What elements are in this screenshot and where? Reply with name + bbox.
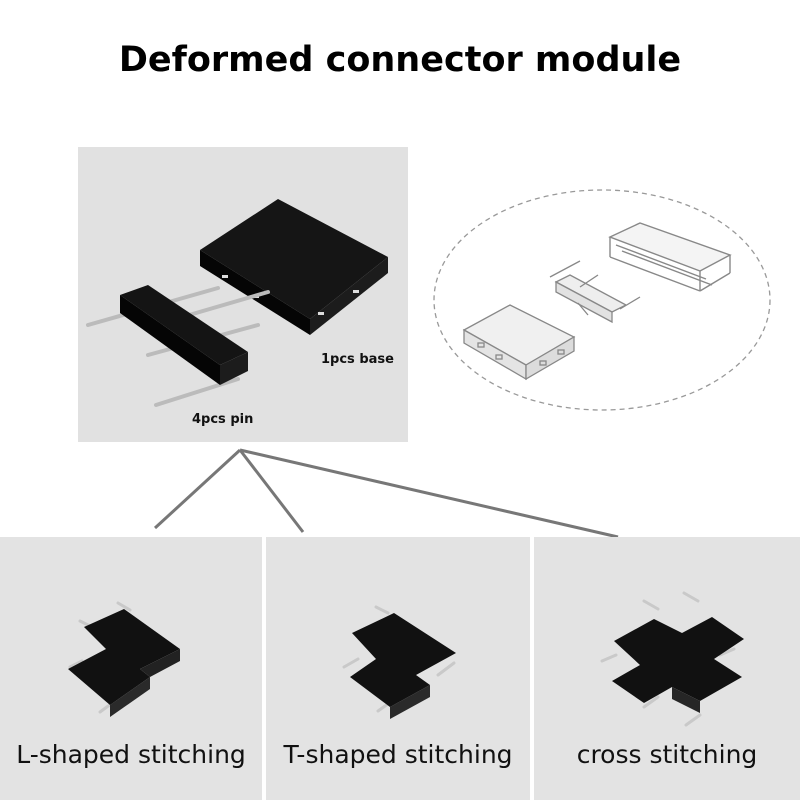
- base-label: 1pcs base: [321, 352, 394, 367]
- variant-panel-t-shaped: T-shaped stitching: [266, 537, 530, 800]
- pin-bar-drawing: [549, 260, 641, 324]
- product-illustration: [86, 199, 388, 407]
- page-title: Deformed connector module: [118, 40, 682, 80]
- l-shaped-connector-icon: [68, 601, 180, 717]
- cross-connector-icon: [600, 591, 744, 727]
- variant-panel-l-shaped: L-shaped stitching: [0, 537, 262, 800]
- variant-caption: L-shaped stitching: [16, 740, 246, 769]
- t-shaped-connector-icon: [342, 605, 456, 719]
- base-block: [200, 199, 388, 335]
- base-drawing: [462, 304, 576, 381]
- pin-label: 4pcs pin: [192, 412, 254, 427]
- pin-bar: [86, 285, 270, 407]
- variant-caption: cross stitching: [576, 740, 758, 769]
- connector-lines: [153, 448, 619, 539]
- variant-panel-cross: cross stitching: [534, 537, 800, 800]
- rail-profile-drawing: [608, 222, 732, 292]
- product-photo-panel: 1pcs base 4pcs pin: [78, 147, 408, 442]
- variant-caption: T-shaped stitching: [283, 740, 513, 769]
- assembly-diagram: [433, 189, 771, 411]
